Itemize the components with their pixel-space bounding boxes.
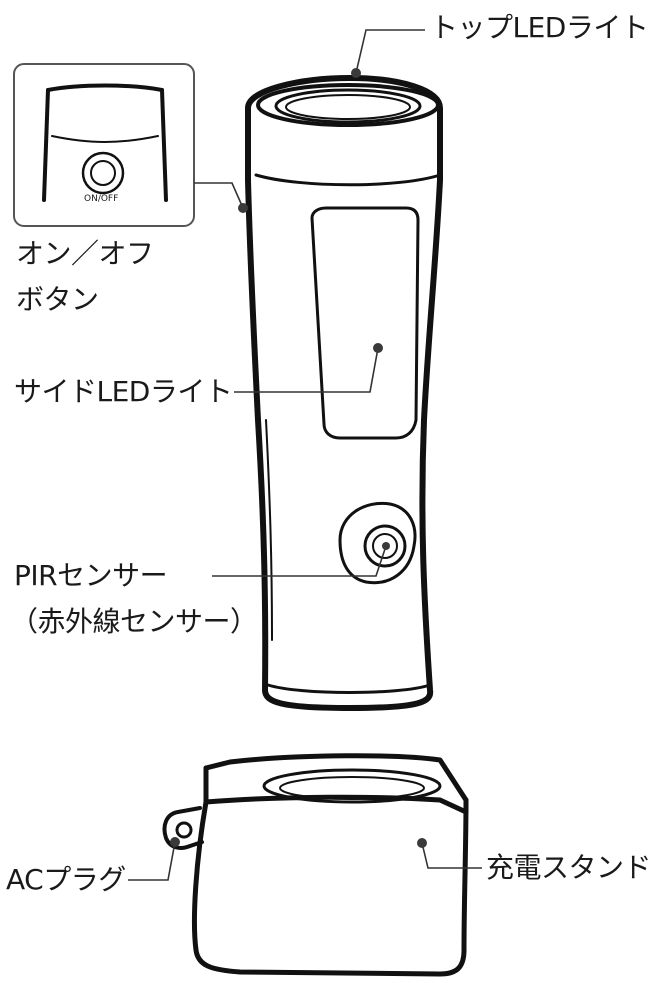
dot-onoff xyxy=(238,203,248,213)
dot-top-led xyxy=(351,68,361,78)
label-onoff-line1: オン／オフ xyxy=(16,237,154,270)
label-pir-line2: （赤外線センサー） xyxy=(10,605,258,638)
label-side-led: サイドLEDライト xyxy=(14,375,233,408)
dot-side-led xyxy=(373,343,383,353)
pointer-dots xyxy=(170,68,427,848)
inset-onoff-text: ON/OFF xyxy=(84,194,119,204)
charging-stand xyxy=(162,753,469,977)
dot-stand xyxy=(417,838,427,848)
dot-pir xyxy=(382,542,390,550)
label-top-led: トップLEDライト xyxy=(430,11,649,44)
onoff-inset xyxy=(13,63,195,227)
dot-ac-plug xyxy=(170,837,180,847)
label-onoff-line2: ボタン xyxy=(16,283,99,316)
flashlight xyxy=(245,75,443,711)
leader-lines xyxy=(128,29,482,881)
label-ac-plug: ACプラグ xyxy=(6,863,126,896)
label-stand: 充電スタンド xyxy=(486,851,652,884)
label-pir-line1: PIRセンサー xyxy=(14,559,168,592)
